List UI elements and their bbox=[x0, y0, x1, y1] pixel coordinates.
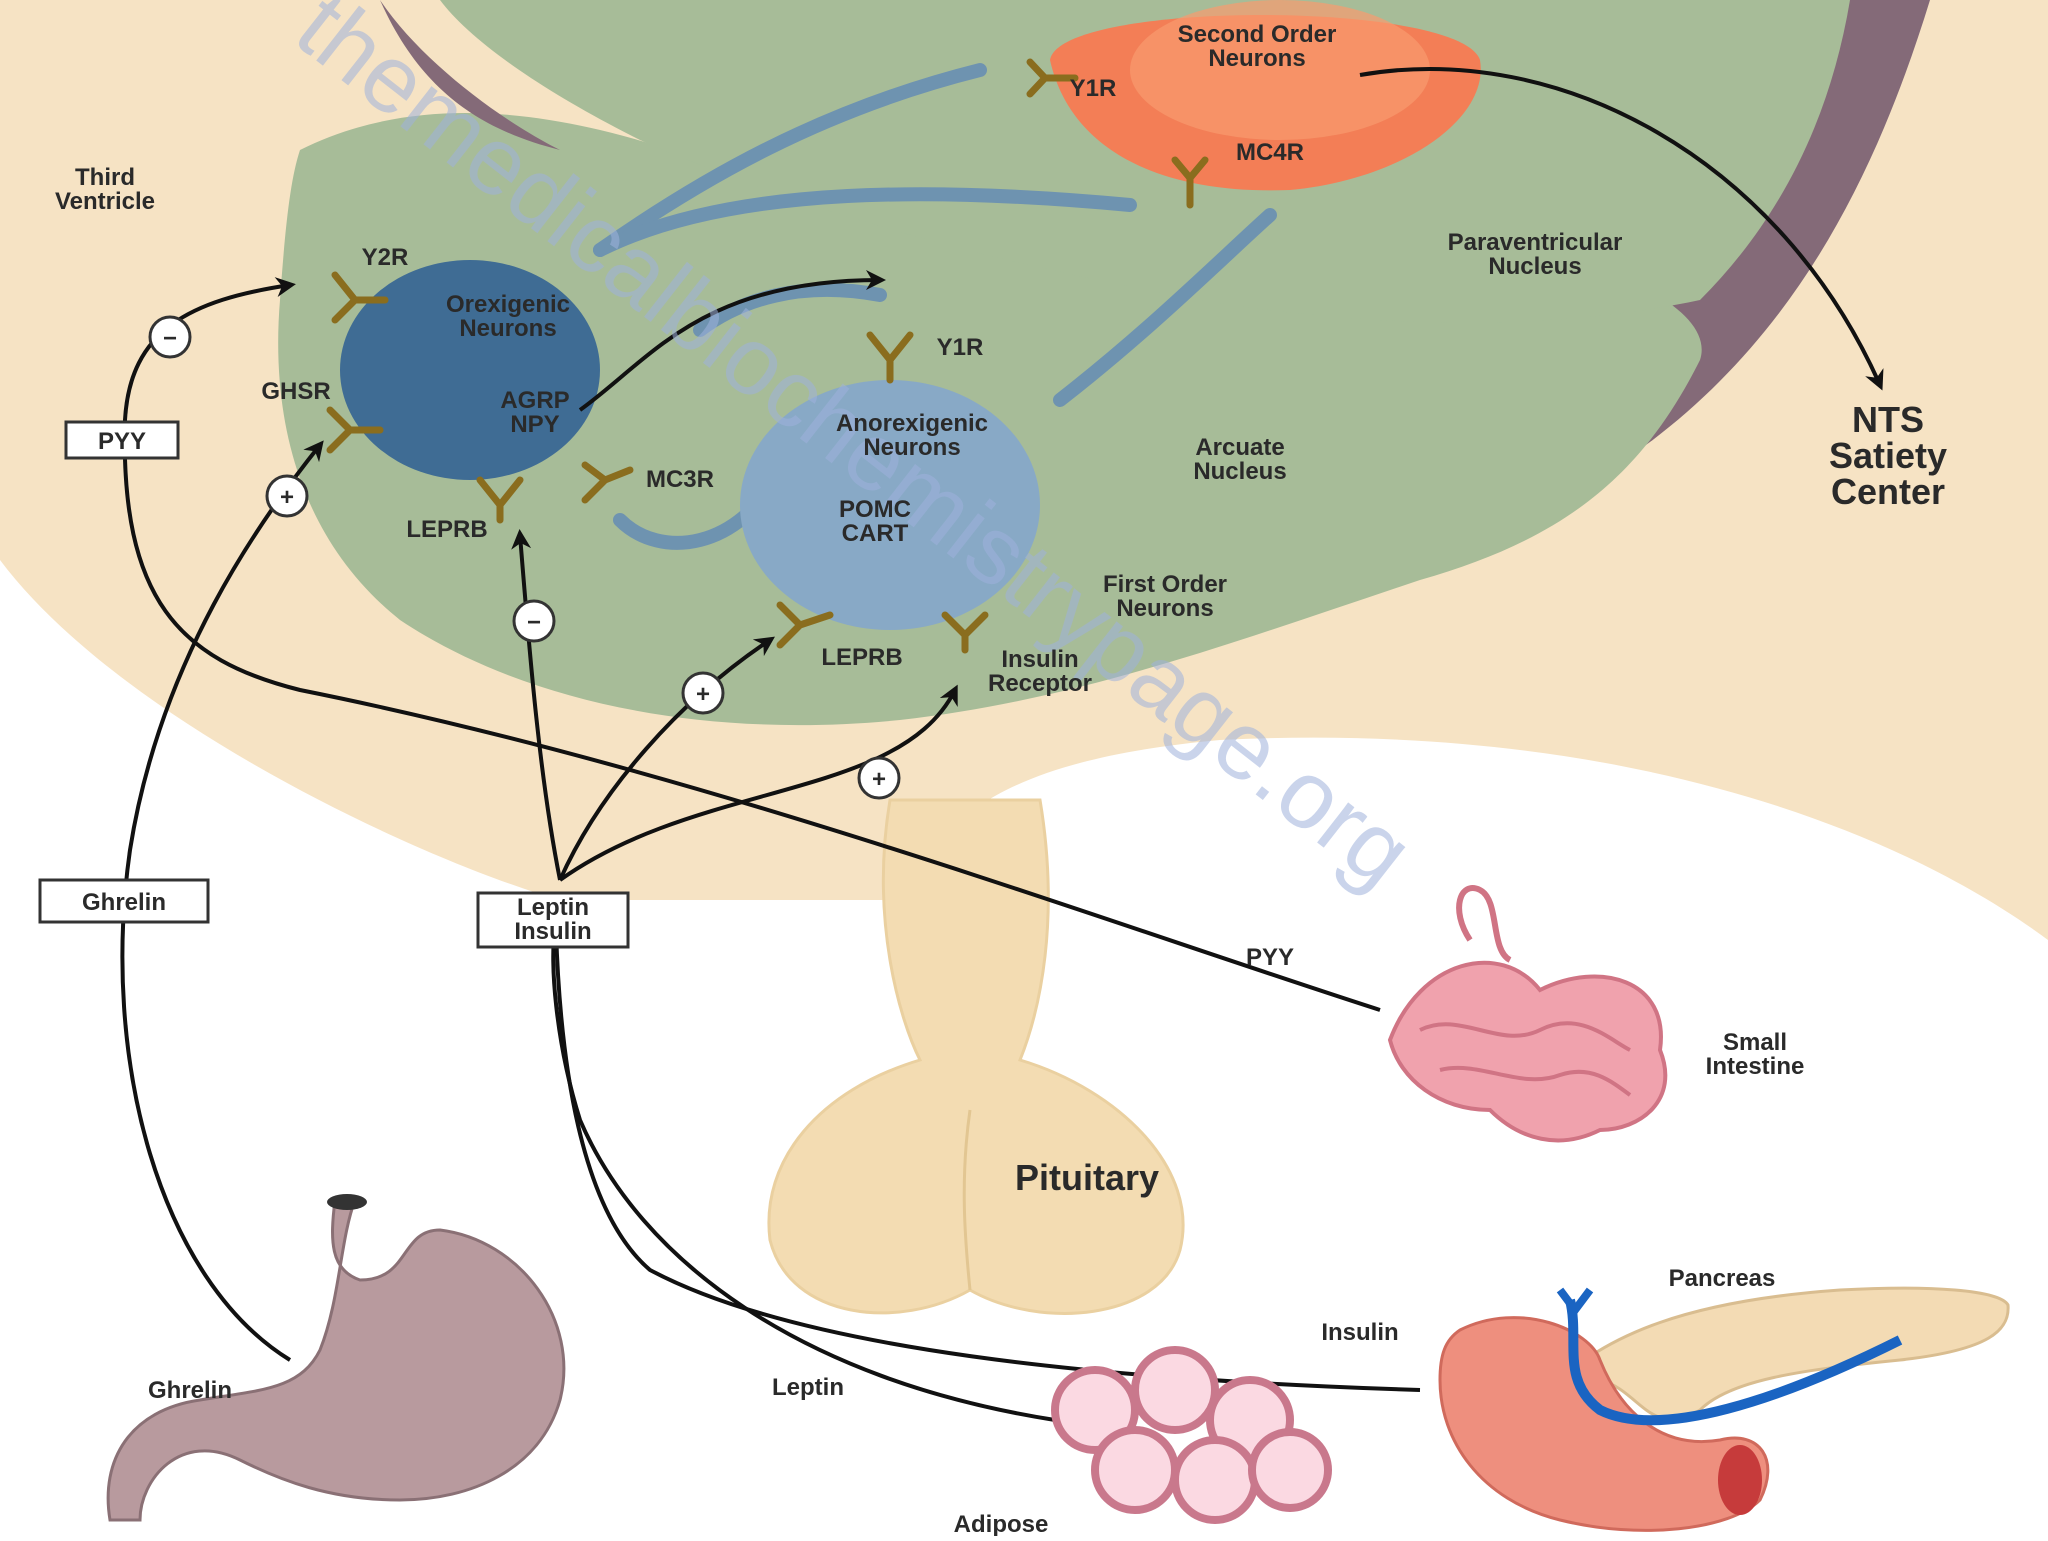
label-y1r-middle: Y1R bbox=[937, 334, 984, 361]
label-mc4r: MC4R bbox=[1236, 139, 1304, 166]
effect-insulin-circle: + bbox=[857, 756, 901, 800]
label-mc3r: MC3R bbox=[646, 466, 714, 493]
receptor-leprb-orexigenic-icon bbox=[476, 476, 524, 524]
svg-text:−: − bbox=[163, 325, 177, 352]
label-ghsr: GHSR bbox=[261, 378, 330, 405]
anorexigenic-neuron bbox=[740, 380, 1040, 630]
label-pancreas: Pancreas bbox=[1669, 1265, 1776, 1292]
signal-box-pyy: PYY bbox=[64, 420, 180, 460]
leptin-from-adipose bbox=[551, 929, 1056, 1422]
svg-text:+: + bbox=[280, 484, 294, 511]
ghrelin-pathway bbox=[120, 440, 324, 1362]
svg-text:+: + bbox=[696, 681, 710, 708]
leptin-insulin-to-orexigenic bbox=[511, 529, 562, 881]
effect-leptin-anorexigenic-circle: + bbox=[681, 671, 725, 715]
orexigenic-neuron bbox=[340, 260, 600, 480]
pvn-to-nts-pathway bbox=[1359, 67, 1884, 391]
receptor-mc3r-icon bbox=[581, 461, 634, 504]
small-intestine bbox=[1387, 885, 1668, 1143]
receptor-y1r-top-icon bbox=[1026, 58, 1079, 98]
pomc-axon-to-pvn bbox=[1053, 208, 1277, 407]
label-pituitary: Pituitary bbox=[1015, 1157, 1159, 1198]
effect-leptin-orexigenic-circle: − bbox=[512, 599, 556, 643]
npy-axon-to-pvn bbox=[593, 63, 987, 257]
svg-text:−: − bbox=[527, 609, 541, 636]
effect-ghrelin-circle: + bbox=[265, 474, 309, 518]
label-leprb-anorexigenic: LEPRB bbox=[821, 644, 902, 671]
label-y1r-top: Y1R bbox=[1070, 75, 1117, 102]
svg-text:+: + bbox=[872, 766, 886, 793]
effect-pyy-circle: − bbox=[148, 315, 192, 359]
label-pyy-line: PYY bbox=[1246, 944, 1294, 971]
svg-text:Ghrelin: Ghrelin bbox=[82, 889, 166, 916]
label-leprb-orexigenic: LEPRB bbox=[406, 516, 487, 543]
label-adipose: Adipose bbox=[954, 1511, 1049, 1536]
svg-text:PYY: PYY bbox=[98, 428, 146, 455]
npy-to-pomc-signal bbox=[578, 270, 886, 412]
receptor-y2r-icon bbox=[331, 271, 389, 324]
label-y2r: Y2R bbox=[362, 244, 409, 271]
leptin-insulin-to-insulin-receptor bbox=[558, 684, 958, 882]
receptor-ghsr-icon bbox=[326, 406, 384, 454]
label-insulin-line: Insulin bbox=[1321, 1319, 1398, 1346]
signal-box-ghrelin: Ghrelin bbox=[38, 878, 210, 924]
adipose-tissue bbox=[1051, 1346, 1332, 1524]
label-stomach-ghrelin: Ghrelin bbox=[148, 1377, 232, 1404]
npy-axon-to-pomc bbox=[693, 282, 887, 337]
npy-axon-to-mc4r bbox=[593, 187, 1137, 257]
label-leptin-line: Leptin bbox=[772, 1374, 844, 1401]
pancreas bbox=[1438, 1286, 2010, 1532]
pyy-pathway bbox=[122, 277, 1381, 1012]
receptor-insulin-icon bbox=[941, 611, 989, 654]
leptin-insulin-to-leprb bbox=[558, 636, 775, 881]
receptor-leprb-anorexigenic-icon bbox=[776, 601, 834, 649]
pituitary-gland bbox=[767, 798, 1185, 1315]
receptor-y1r-middle-icon bbox=[866, 331, 914, 384]
stomach bbox=[106, 1194, 566, 1522]
receptor-mc4r-icon bbox=[1171, 156, 1209, 209]
signal-box-leptin-insulin bbox=[476, 891, 630, 949]
